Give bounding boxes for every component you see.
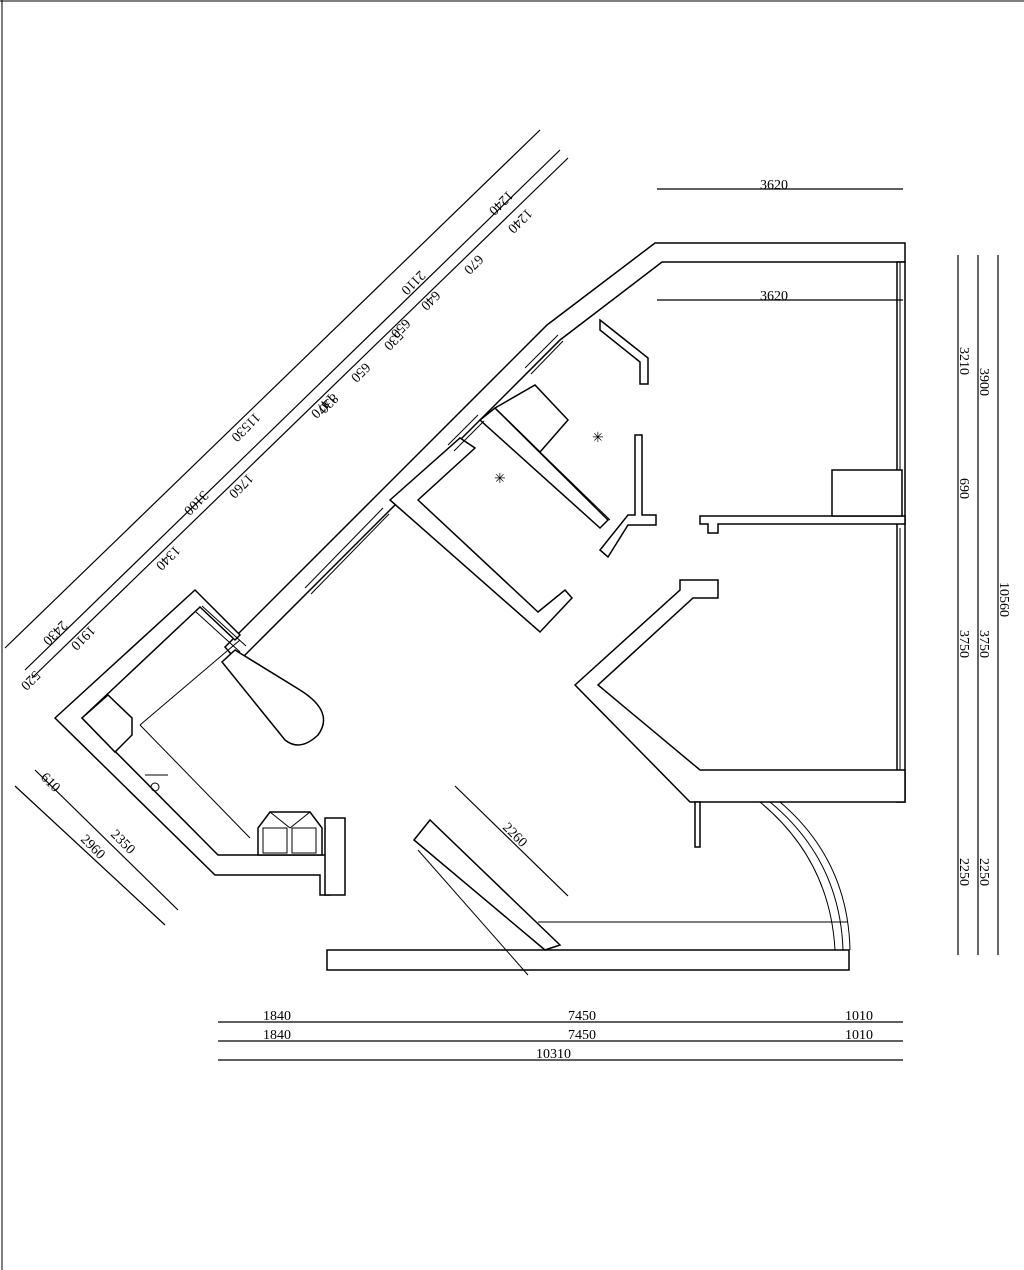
dim-1240-b: 1240 [504,205,534,235]
interior-walls [388,318,906,848]
balcony-left-wall [412,818,562,951]
dim-1840-row2: 1840 [263,1028,291,1043]
dim-7450-row1: 7450 [568,1009,596,1024]
dim-2430: 2430 [39,617,69,647]
balcony-arc [759,801,836,951]
top-dimensions: 3620 3620 [657,178,903,304]
stove-icon [257,811,323,856]
diagonal-front-wall [223,242,906,664]
dim-3620-top: 3620 [760,178,788,193]
dim-2110: 2110 [398,267,428,297]
bathroom-inner-line [539,451,611,521]
counter-edge [139,724,251,839]
ceiling-light-icon: ✳ [494,472,506,487]
right-dimensions: 3210 690 3750 2250 3900 3750 2250 10560 [956,255,1011,955]
bedroom-partition [699,515,906,534]
sink-icon [150,782,160,792]
counter-edge-2 [139,639,241,726]
dim-10310: 10310 [536,1047,571,1062]
bathroom-upper-wall [599,318,649,385]
ceiling-light-icons: ✳ ✳ [494,431,604,487]
balcony-rail [326,949,850,971]
balcony [326,801,851,976]
dim-690: 690 [956,478,971,499]
dim-650-b: 650 [347,359,372,384]
dim-2250-inner: 2250 [956,858,971,886]
dim-670: 670 [460,251,485,276]
diagonal-dimension-lines [4,129,569,679]
door-post [694,801,701,848]
west-bay-wall [53,588,331,896]
bathroom-door-jamb [598,434,657,559]
dim-2250-outer: 2250 [976,858,991,886]
west-column [324,817,346,896]
dim-1840-row1: 1840 [263,1009,291,1024]
kitchen-island [220,649,325,746]
bathroom-diagonal-wall [478,406,610,530]
west-corner-block [80,693,133,754]
diagonal-windows [195,334,564,653]
dim-1010-row1: 1010 [845,1009,873,1024]
bathroom-inner-box [493,384,570,454]
dim-3100: 3100 [180,487,210,517]
dim-1010-row2: 1010 [845,1028,873,1043]
dim-1910: 1910 [67,622,97,652]
dim-3210: 3210 [956,347,971,375]
dim-3900: 3900 [976,368,991,396]
bedroom-lower-wall [573,579,906,803]
dim-640: 640 [417,287,442,312]
right-wall [896,261,906,803]
bottom-dimensions: 1840 7450 1010 1840 7450 1010 10310 [218,1009,903,1062]
wardrobe [831,469,903,517]
dim-3620-inner: 3620 [760,289,788,304]
dim-2260: 2260 [499,820,529,850]
dim-2350-left: 2350 [107,827,137,857]
dim-610: 610 [37,770,62,795]
dim-3750-outer: 3750 [976,630,991,658]
storage-l-wall [388,437,574,634]
dim-7450-row2: 7450 [568,1028,596,1043]
dim-10560: 10560 [996,582,1011,617]
dim-3750-inner: 3750 [956,630,971,658]
exterior-walls [53,242,906,896]
ceiling-light-icon: ✳ [592,431,604,446]
